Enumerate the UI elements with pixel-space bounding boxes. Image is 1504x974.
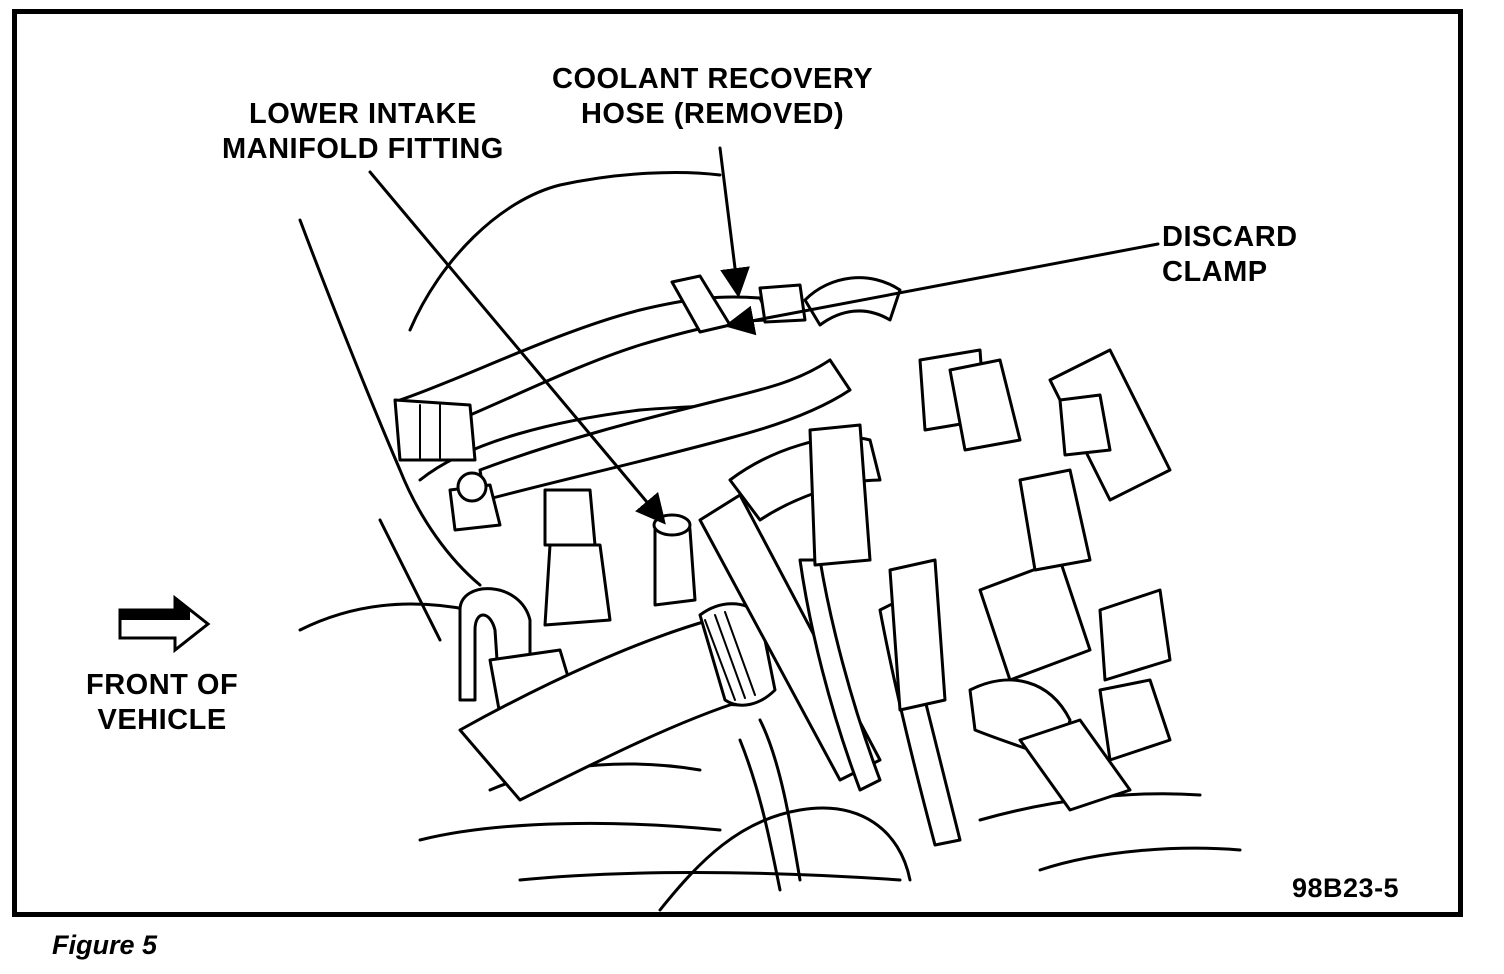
front-arrow-icon xyxy=(118,594,211,654)
discard-clamp-label: DISCARD CLAMP xyxy=(1162,221,1298,288)
coolant-hose-label: COOLANT RECOVERY HOSE (REMOVED) xyxy=(552,63,874,130)
leader-arrows xyxy=(368,146,1160,525)
coolant-hose-leader xyxy=(718,146,750,298)
wiring-harness xyxy=(698,348,1172,892)
manifold-fitting-leader xyxy=(368,170,666,525)
coolant-hose xyxy=(393,274,902,502)
discard-clamp-leader xyxy=(724,242,1160,336)
diagram-frame xyxy=(12,9,1463,917)
engine-outline xyxy=(298,170,1242,912)
figure-caption: Figure 5 xyxy=(52,930,158,960)
figure-code: 98B23-5 xyxy=(1292,873,1400,903)
manifold-fitting-label: LOWER INTAKE MANIFOLD FITTING xyxy=(222,98,504,165)
front-of-vehicle-label: FRONT OF VEHICLE xyxy=(86,669,239,736)
intake-pipe xyxy=(458,602,777,802)
sensor-cluster xyxy=(448,471,697,717)
